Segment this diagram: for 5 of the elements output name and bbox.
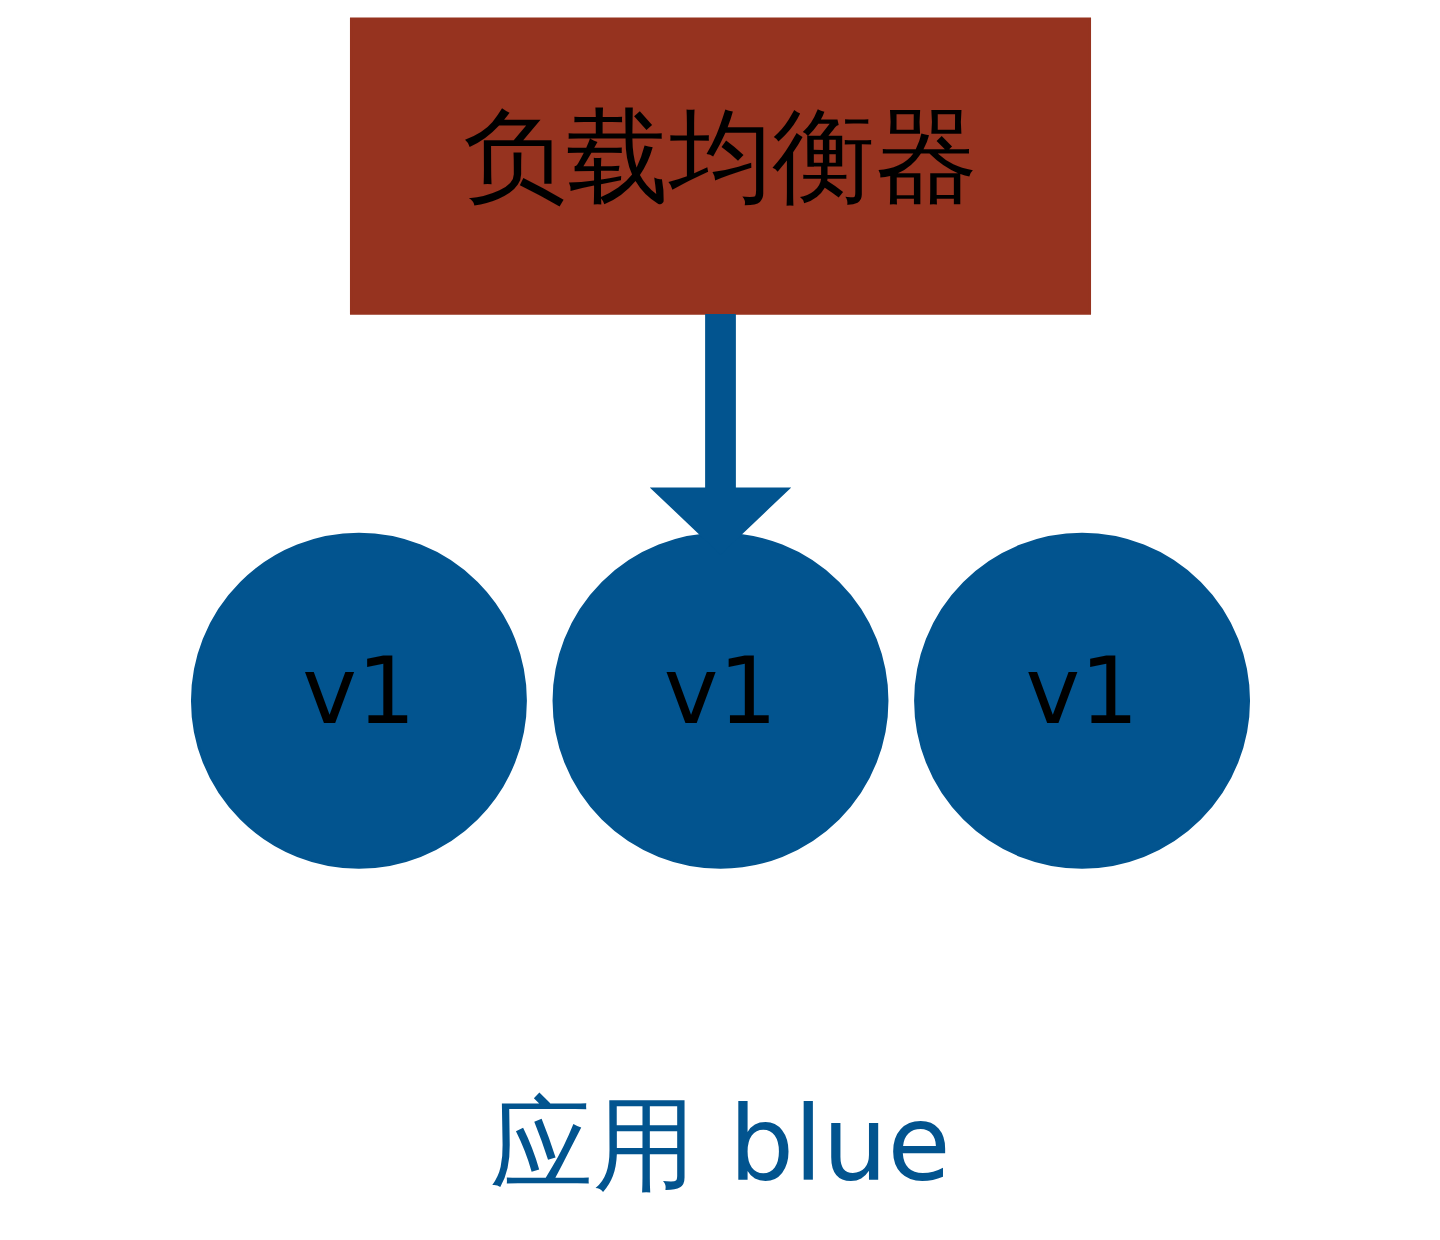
node-circle: v1	[552, 532, 888, 869]
node-circle: v1	[190, 532, 527, 869]
label: 应用 blue	[489, 1085, 951, 1205]
node-circle: v1	[913, 532, 1250, 869]
node-box: 负载均衡器	[349, 17, 1091, 315]
